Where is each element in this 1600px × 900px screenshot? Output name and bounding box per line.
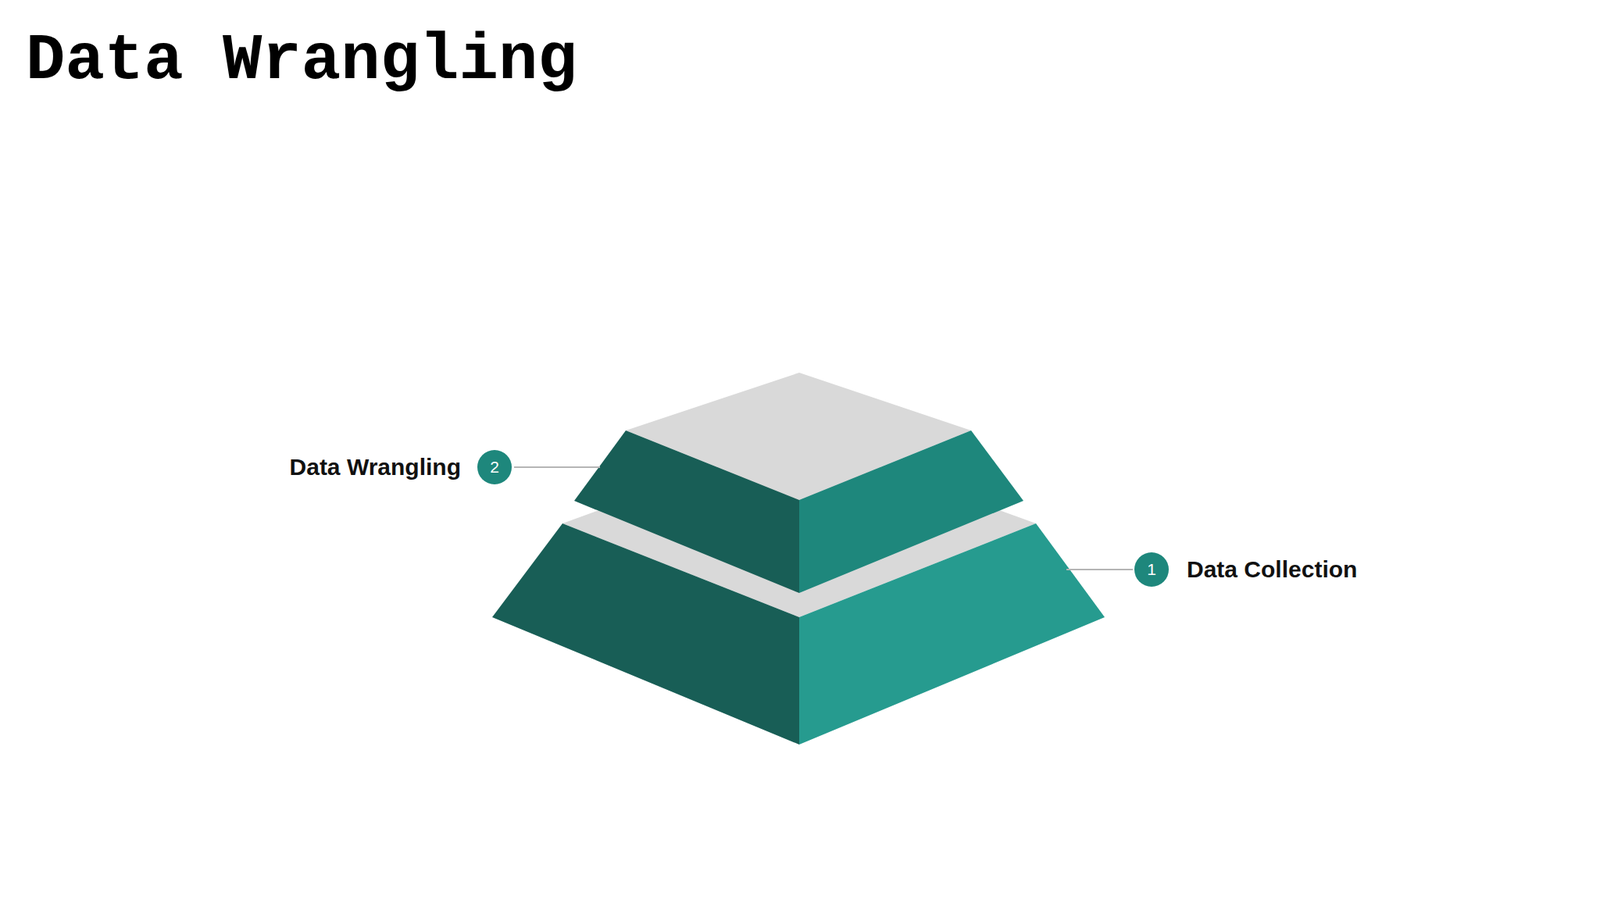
page-title: Data Wrangling <box>25 28 578 94</box>
pyramid-face <box>799 430 1024 593</box>
leader-line <box>514 466 600 468</box>
pyramid-face <box>574 430 800 593</box>
callout-number: 2 <box>477 450 512 485</box>
callout-number: 1 <box>1134 552 1169 587</box>
callout-label: Data Collection <box>1186 555 1358 584</box>
leader-line <box>1066 568 1133 571</box>
callout-label: Data Wrangling <box>289 453 461 482</box>
